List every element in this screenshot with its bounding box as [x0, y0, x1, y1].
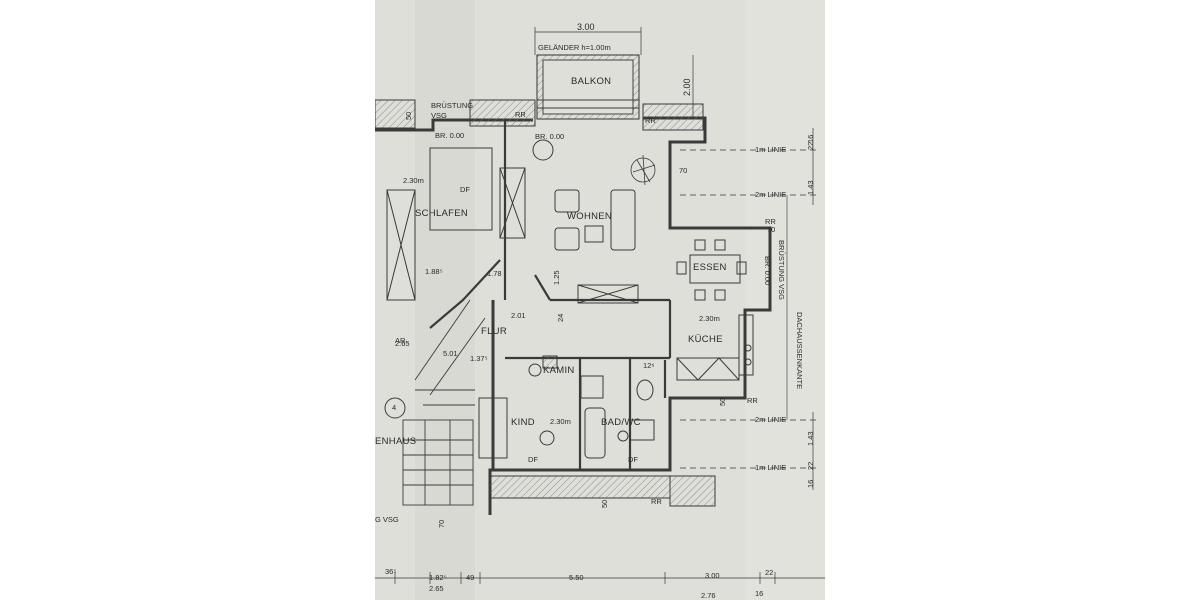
label-2m-linie-top: 2m LINIE — [755, 190, 787, 199]
label-br-000-vertical: BR. 0.00 — [763, 256, 772, 286]
label-g-vsg: G VSG — [375, 515, 399, 524]
dim-230-schlafen: 2.30m — [403, 176, 424, 185]
label-ar: AR — [395, 336, 406, 345]
dim-bottom-i: 16 — [755, 589, 764, 598]
dim-50-left: 50 — [404, 111, 413, 120]
label-1m-linie-bottom: 1m LINIE — [755, 463, 787, 472]
dim-70-essen: 70 — [767, 225, 776, 234]
label-df-bad: DF — [628, 455, 638, 464]
label-gelaender: GELÄNDER h=1.00m — [538, 43, 611, 52]
dim-bottom-a: 36⁵ — [385, 567, 397, 576]
label-balkon: BALKON — [571, 76, 612, 87]
dim-24: 24 — [556, 313, 565, 322]
label-1m-linie-top: 1m LINIE — [755, 145, 787, 154]
height-lines — [680, 149, 820, 469]
dim-bottom-c: 2.65 — [429, 584, 444, 593]
label-bruestung: BRÜSTUNG — [431, 101, 474, 110]
dim-balcony-width: 3.00 — [577, 22, 595, 32]
label-flur: FLUR — [481, 326, 508, 337]
stair-number: 4 — [392, 403, 397, 412]
label-br-000-balkon: BR. 0.00 — [535, 132, 565, 141]
dim-16-bottom: 16 — [806, 479, 815, 488]
dim-70-bottom: 70 — [437, 519, 446, 528]
label-bad-wc: BAD/WC — [601, 417, 641, 428]
label-br-000-left: BR. 0.00 — [435, 131, 465, 140]
label-2m-linie-bottom: 2m LINIE — [755, 415, 787, 424]
dim-balcony-depth: 2.00 — [682, 78, 692, 96]
dim-bottom-f: 3.00 — [705, 571, 720, 580]
label-df-schlafen: DF — [460, 185, 470, 194]
dim-16-top: 16 — [806, 134, 815, 143]
dim-230-kind: 2.30m — [550, 417, 571, 426]
dim-50-kueche: 50 — [718, 397, 727, 406]
label-rr-4: RR — [747, 396, 758, 405]
dim-143-top: 1.43 — [806, 180, 815, 195]
label-rr-2: RR — [645, 116, 656, 125]
label-schlafen: SCHLAFEN — [415, 208, 469, 219]
floor-plan-sheet: 3.00 GELÄNDER h=1.00m BALKON 2.00 BRÜSTU… — [375, 0, 825, 600]
dim-126: 12⁶ — [643, 361, 655, 370]
floor-plan-drawing — [375, 0, 825, 600]
label-kamin: KAMIN — [543, 365, 575, 376]
label-dachaussenkante: DACHAUSSENKANTE — [795, 312, 804, 390]
dim-125: 1.25 — [552, 270, 561, 285]
dim-178: 1.78 — [487, 269, 502, 278]
label-kueche: KÜCHE — [688, 334, 723, 345]
interior-walls — [429, 120, 672, 470]
label-enhaus: ENHAUS — [375, 436, 417, 447]
balcony — [536, 54, 640, 120]
dim-bottom-h: 2.76 — [701, 591, 716, 600]
dim-201: 2.01 — [511, 311, 526, 320]
dim-bottom-d: 49 — [466, 573, 475, 582]
dim-bottom-g: 22 — [765, 568, 774, 577]
label-rr-3: RR — [765, 217, 776, 226]
dim-143-bottom: 1.43 — [806, 431, 815, 446]
label-wohnen: WOHNEN — [567, 211, 613, 222]
dim-265: 2.65 — [395, 339, 410, 348]
label-essen: ESSEN — [693, 262, 727, 273]
dim-230-kueche: 2.30m — [699, 314, 720, 323]
staircase — [402, 299, 486, 506]
label-bruestung-vsg-vertical: BRÜSTUNG VSG — [777, 240, 786, 301]
dim-70-top: 70 — [679, 166, 688, 175]
label-df-kind: DF — [528, 455, 538, 464]
dim-22-bottom: 22 — [806, 461, 815, 470]
dim-501: 5.01 — [443, 349, 458, 358]
label-kind: KIND — [511, 417, 535, 428]
label-rr-1: RR — [515, 110, 526, 119]
dim-bottom-b: 1.82⁵ — [429, 573, 447, 582]
dim-188: 1.88⁵ — [425, 267, 443, 276]
dim-137: 1.37⁵ — [470, 354, 488, 363]
dim-bottom-e: 5.50 — [569, 573, 584, 582]
dim-50-bottom: 50 — [600, 499, 609, 508]
label-rr-5: RR — [651, 497, 662, 506]
label-vsg: VSG — [431, 111, 447, 120]
